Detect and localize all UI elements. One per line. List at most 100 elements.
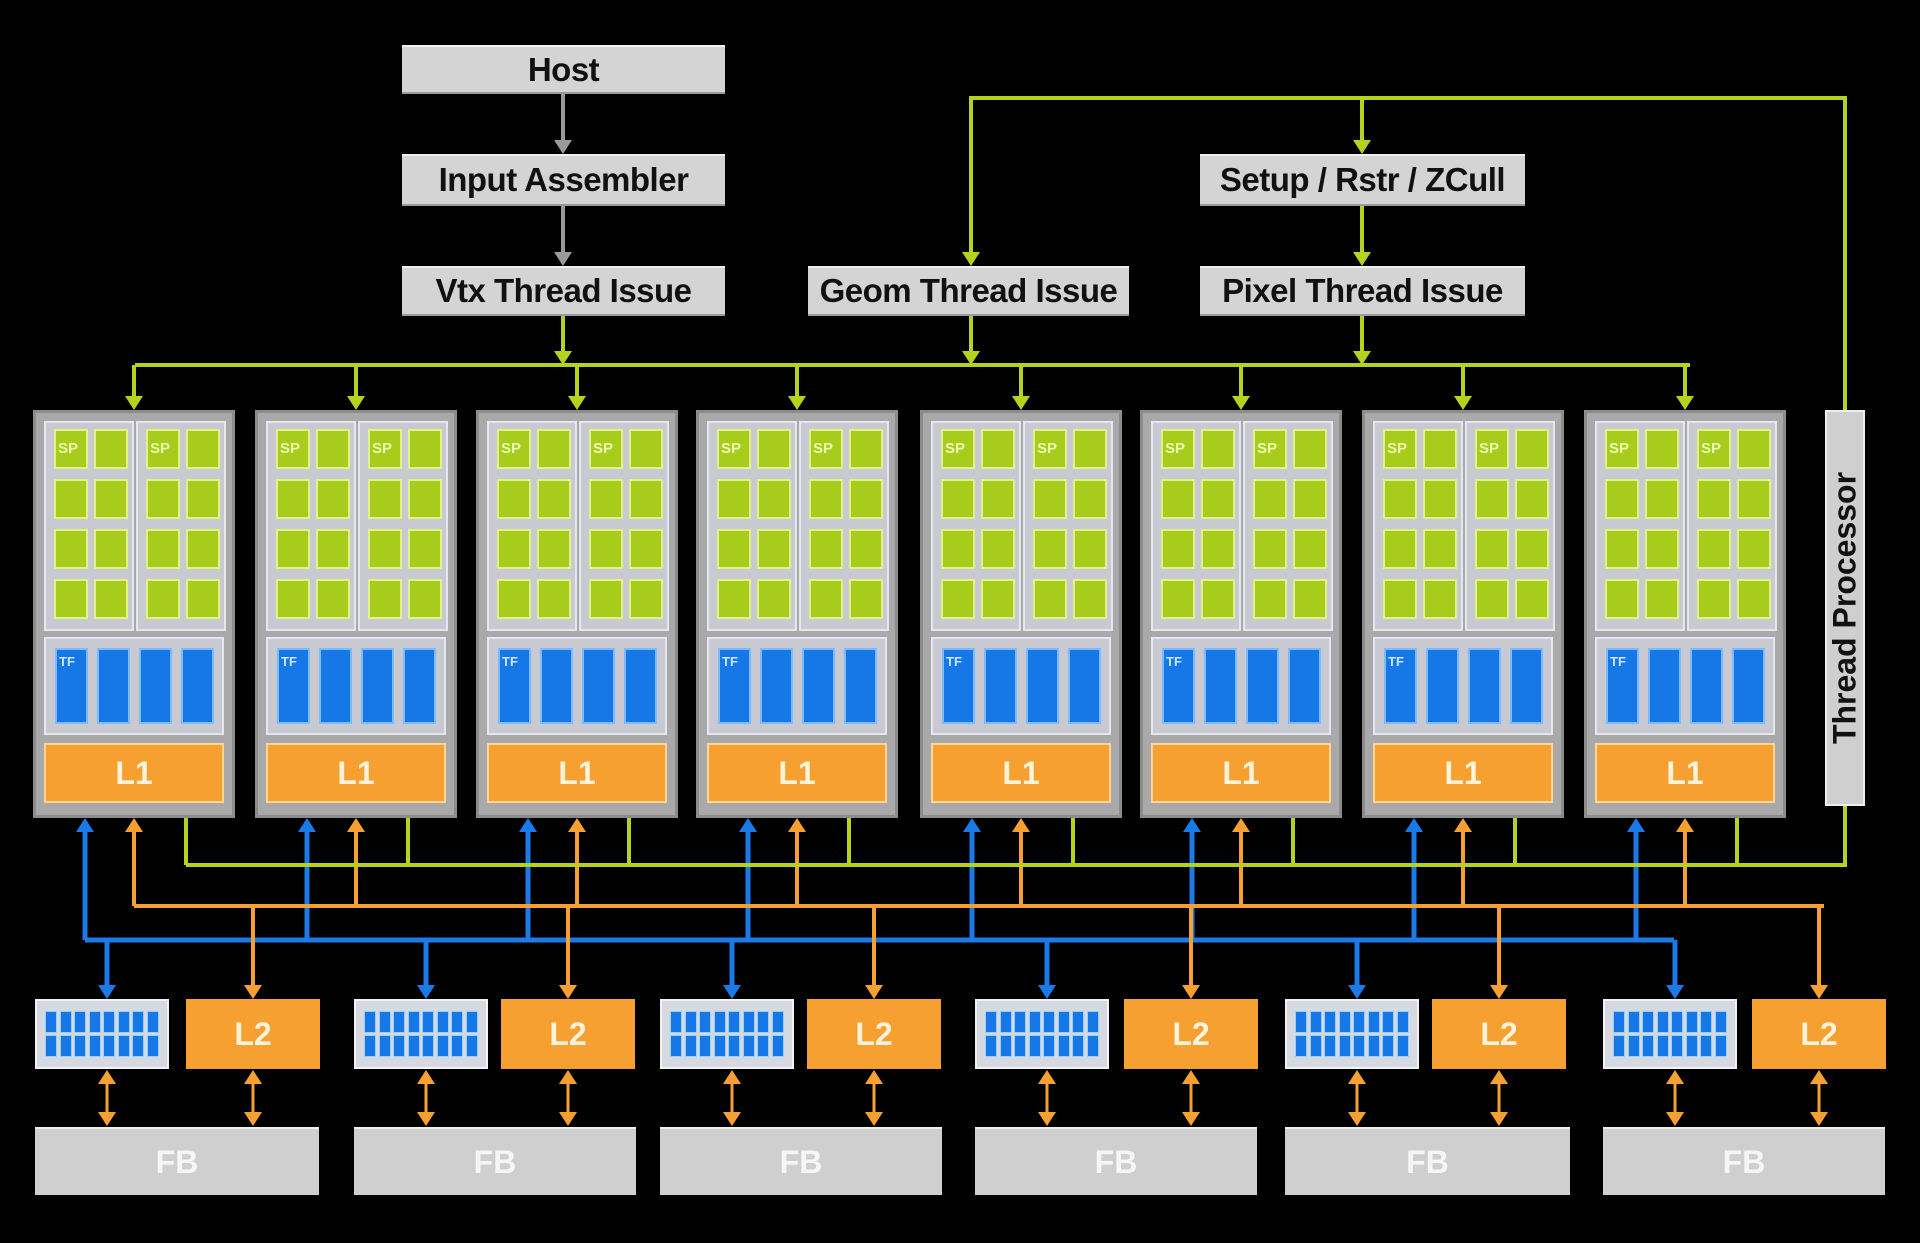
streaming-processor — [316, 529, 350, 569]
streaming-processor — [849, 579, 883, 619]
arrow-head-icon — [1810, 1112, 1828, 1126]
arrow-head-icon — [554, 140, 572, 154]
streaming-processor — [186, 529, 220, 569]
arrow-head-icon — [1353, 252, 1371, 266]
arrow-head-icon — [788, 396, 806, 410]
rop-unit — [1367, 1011, 1380, 1033]
arrow-head-icon — [244, 985, 262, 999]
texture-filter-unit: TF — [1606, 648, 1639, 724]
arrow-head-icon — [1183, 818, 1201, 832]
sp-group: SP — [136, 421, 226, 631]
rop-unit — [1656, 1011, 1669, 1033]
texture-filter-unit — [1288, 648, 1321, 724]
arrow-head-icon — [1627, 818, 1645, 832]
rop-unit — [422, 1011, 434, 1033]
texture-filter-group: TF — [487, 637, 667, 735]
streaming-processor — [941, 479, 975, 519]
streaming-processor — [849, 429, 883, 469]
streaming-processor: SP — [1161, 429, 1195, 469]
texture-filter-unit — [361, 648, 394, 724]
streaming-processor — [1253, 579, 1287, 619]
streaming-processor — [1201, 479, 1235, 519]
rop-unit — [985, 1035, 997, 1057]
streaming-processor — [809, 529, 843, 569]
texture-filter-unit — [1068, 648, 1101, 724]
texture-filter-unit — [1204, 648, 1237, 724]
frame-buffer: FB — [35, 1127, 319, 1195]
streaming-processor — [497, 479, 531, 519]
texture-filter-unit — [1246, 648, 1279, 724]
thread-processor-return-bus — [186, 806, 1847, 867]
streaming-processor — [276, 479, 310, 519]
streaming-processor — [629, 479, 663, 519]
sp-group: SP — [1243, 421, 1333, 631]
sp-group: SP — [1465, 421, 1555, 631]
streaming-processor — [1515, 529, 1549, 569]
arrow-head-icon — [1182, 1070, 1200, 1084]
arrow-head-icon — [1405, 818, 1423, 832]
rop-unit — [465, 1035, 478, 1057]
rop-unit — [1028, 1035, 1041, 1057]
streaming-processor: SP — [589, 429, 623, 469]
streaming-processor — [1697, 479, 1731, 519]
rop-unit — [74, 1011, 86, 1033]
frame-buffer: FB — [660, 1127, 942, 1195]
pixel-thread-issue-box: Pixel Thread Issue — [1200, 266, 1525, 316]
rop-unit — [436, 1011, 449, 1033]
streaming-processor: SP — [1383, 429, 1417, 469]
arrow-head-icon — [559, 1112, 577, 1126]
streaming-processor — [1073, 429, 1107, 469]
arrow-head-icon — [723, 1112, 741, 1126]
rop-block — [1285, 999, 1419, 1069]
streaming-processor — [757, 429, 791, 469]
arrow-head-icon — [1676, 818, 1694, 832]
sp-group: SP — [1151, 421, 1241, 631]
streaming-processor — [1033, 529, 1067, 569]
arrow-head-icon — [1038, 1112, 1056, 1126]
rop-unit — [670, 1011, 682, 1033]
rop-unit — [1714, 1035, 1727, 1057]
rop-unit — [728, 1035, 740, 1057]
streaming-processor — [849, 529, 883, 569]
texture-filter-unit: TF — [1162, 648, 1195, 724]
rop-unit — [1685, 1011, 1698, 1033]
arrow-head-icon — [963, 818, 981, 832]
streaming-processor — [1293, 479, 1327, 519]
streaming-processor — [368, 529, 402, 569]
arrow-head-icon — [1348, 1070, 1366, 1084]
streaming-processor: SP — [1475, 429, 1509, 469]
texture-filter-unit — [97, 648, 130, 724]
rop-block — [35, 999, 169, 1069]
streaming-processor — [981, 529, 1015, 569]
arrow-head-icon — [347, 818, 365, 832]
l1-cache: L1 — [707, 743, 887, 803]
rop-unit — [1324, 1011, 1336, 1033]
sp-group: SP — [799, 421, 889, 631]
sp-group: SP — [1373, 421, 1463, 631]
frame-buffer: FB — [354, 1127, 636, 1195]
sp-group: SP — [266, 421, 356, 631]
streaming-processor — [1475, 529, 1509, 569]
rop-unit — [132, 1011, 144, 1033]
rop-unit — [1685, 1035, 1698, 1057]
streaming-processor — [1073, 479, 1107, 519]
arrow-head-icon — [723, 1070, 741, 1084]
rop-unit — [1014, 1011, 1026, 1033]
rop-unit — [45, 1035, 57, 1057]
texture-filter-unit — [1026, 648, 1059, 724]
rop-unit — [146, 1035, 159, 1057]
rop-unit — [985, 1011, 997, 1033]
arrow-head-icon — [1038, 1070, 1056, 1084]
l2-cache: L2 — [1752, 999, 1886, 1069]
streaming-processor — [1737, 479, 1771, 519]
rop-unit — [364, 1035, 376, 1057]
rop-unit — [1028, 1011, 1041, 1033]
rop-unit — [699, 1011, 711, 1033]
rop-unit — [728, 1011, 740, 1033]
texture-filter-group: TF — [931, 637, 1111, 735]
rop-unit — [103, 1035, 115, 1057]
streaming-processor — [717, 479, 751, 519]
rop-unit — [684, 1035, 697, 1057]
